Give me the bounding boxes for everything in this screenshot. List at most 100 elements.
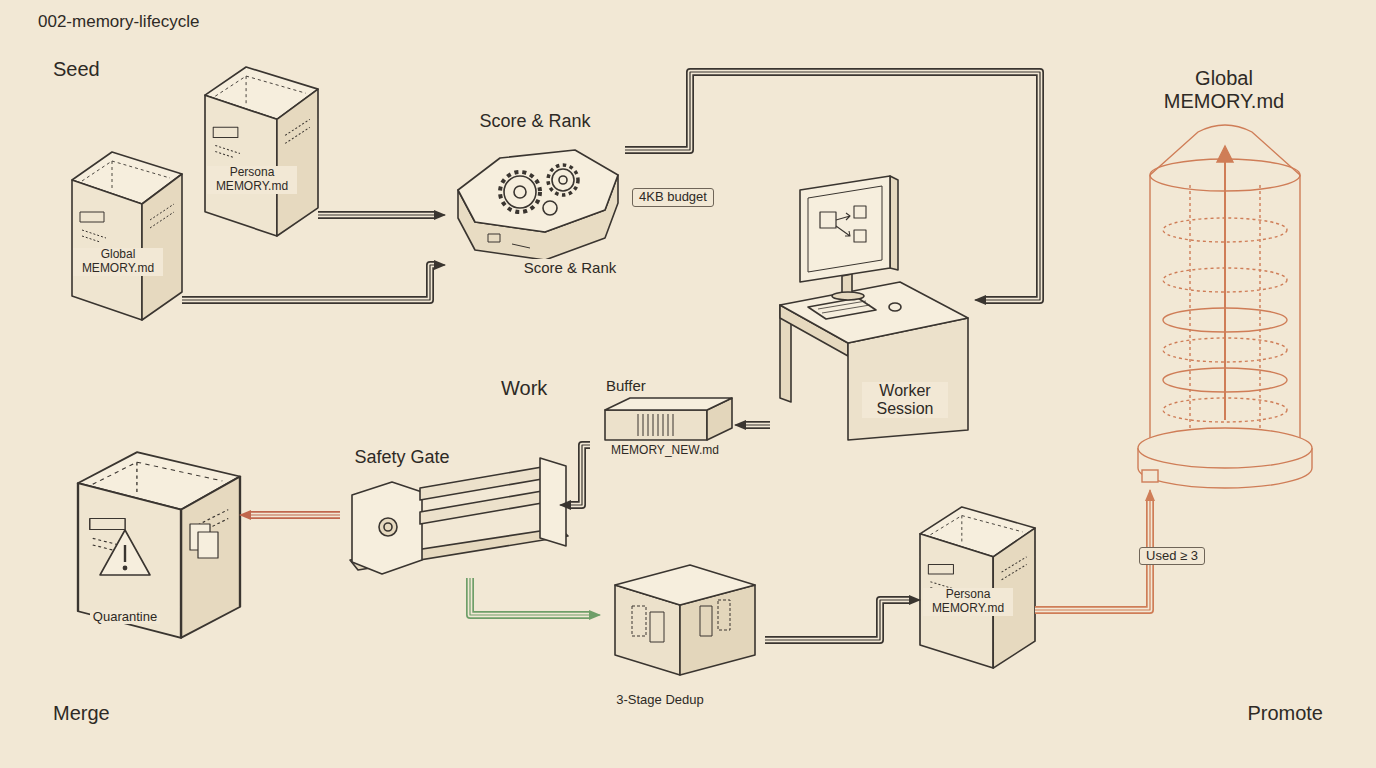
- flow-pipe: [240, 515, 340, 516]
- safety-gate-drawing: [352, 482, 422, 574]
- score-rank-drawing: [488, 234, 500, 242]
- unit-label: Safety Gate: [351, 447, 452, 468]
- worker-desk-drawing: [832, 292, 864, 300]
- global-store-drawing: [1142, 470, 1158, 482]
- worker-desk-drawing: [854, 206, 866, 218]
- region-title: Promote: [1244, 702, 1326, 725]
- global-store-drawing: [1138, 125, 1312, 488]
- pipe-flow: [765, 600, 920, 640]
- safety-gate-drawing: [350, 458, 568, 574]
- global-store-drawing: [1138, 428, 1312, 468]
- edge-label: Used ≥ 3: [1139, 547, 1205, 566]
- flow-pipe: [625, 72, 1040, 300]
- worker-desk-drawing: [818, 301, 870, 313]
- memory-file: Persona MEMORY.md: [920, 505, 1035, 670]
- worker-desk-drawing: [800, 176, 890, 282]
- global-store-drawing: [1217, 146, 1233, 162]
- file-label: Persona MEMORY.md: [207, 166, 297, 194]
- pipe-flow: [625, 72, 1040, 300]
- pipe-flow: [1035, 490, 1150, 610]
- worker-desk-drawing: [890, 176, 898, 270]
- score-rank-drawing: [548, 165, 578, 195]
- pipe-flow: [182, 265, 445, 300]
- pipe-wall: [625, 72, 1040, 300]
- flow-pipe: [318, 215, 445, 216]
- unit-label: Score & Rank: [521, 259, 620, 276]
- buffer-box: BufferMEMORY_NEW.md: [590, 375, 735, 461]
- panel-outline: [35, 395, 800, 738]
- file-cube-drawing: [205, 67, 318, 236]
- worker-desk-drawing: [780, 282, 968, 343]
- unit-label: 3-Stage Dedup: [613, 693, 706, 708]
- region-title: Work: [498, 377, 550, 400]
- buffer-drawing: [605, 410, 707, 440]
- safety-gate-drawing: [379, 518, 397, 536]
- score-rank-drawing: [458, 150, 618, 260]
- unit-label: Worker Session: [862, 382, 948, 419]
- global-store-drawing: [1189, 185, 1190, 440]
- global-store-drawing: [1224, 160, 1226, 420]
- memory-file: Persona MEMORY.md: [205, 65, 318, 238]
- region-title: Merge: [50, 702, 113, 725]
- safety-gate-drawing: [384, 523, 392, 531]
- warning-symbol: [100, 530, 150, 575]
- worker-desk-drawing: [854, 230, 866, 242]
- warning-symbol: [124, 545, 126, 562]
- dedup-drawing: [650, 612, 664, 642]
- worker-desk-drawing: [836, 226, 850, 236]
- worker-desk-drawing: [836, 213, 850, 220]
- pipe-bore: [625, 72, 1040, 300]
- panel-outline: [825, 405, 1340, 738]
- pipe-bore: [765, 600, 910, 640]
- worker-desk-drawing: [889, 303, 901, 311]
- flow-pipe: [735, 425, 770, 426]
- warning-symbol: [198, 532, 218, 558]
- flow-pipe: [1035, 490, 1150, 610]
- unit-label: Score & Rank: [476, 111, 593, 132]
- panel-outline: [35, 52, 725, 365]
- score-rank-drawing: [559, 176, 567, 184]
- pipe-wall: [182, 265, 435, 300]
- pipe-wall: [765, 600, 910, 640]
- panel-outline: [470, 205, 1060, 550]
- warning-symbol: [100, 524, 218, 575]
- pipe-wall: [1035, 500, 1150, 610]
- file-label: Persona MEMORY.md: [923, 588, 1013, 616]
- flow-pipe: [765, 600, 920, 640]
- score-rank-drawing: [543, 201, 557, 215]
- safety-gate-drawing: [420, 490, 548, 524]
- region-title: Seed: [50, 58, 103, 81]
- score-rank-unit: Score & RankScore & Rank: [445, 95, 625, 290]
- stage-region: Persona MEMORY.mdPromote: [825, 405, 1340, 738]
- pipe-wall: [570, 445, 590, 505]
- file-label: Global MEMORY.md: [73, 248, 163, 276]
- safety-gate: Safety Gate: [340, 440, 560, 578]
- stage-region: Persona MEMORY.mdGlobal MEMORY.md Score &…: [35, 52, 725, 365]
- worker-desk-drawing: [780, 176, 968, 440]
- worker-desk-drawing: [808, 186, 882, 272]
- global-memory-store: Global MEMORY.md: [1108, 52, 1340, 490]
- safety-gate-drawing: [540, 458, 566, 546]
- worker-desk-drawing: [808, 298, 876, 319]
- unit-label: Buffer: [603, 377, 649, 394]
- panel-outline: [1108, 52, 1340, 490]
- global-store-drawing: [1149, 175, 1150, 445]
- global-store-drawing: [1259, 185, 1260, 440]
- panel-outline: [1108, 52, 1340, 490]
- dedup-drawing: [718, 600, 730, 630]
- callout-tag: 4KB budget: [632, 188, 714, 207]
- pipe-flow: [470, 578, 600, 615]
- panel-outline: [35, 52, 725, 365]
- buffer-drawing: [638, 414, 673, 436]
- unit-label: MEMORY_NEW.md: [608, 444, 722, 458]
- stage-region: Worker Session BufferMEMORY_NEW.md Work: [470, 205, 1060, 550]
- score-rank-drawing: [458, 150, 618, 232]
- dedup-drawing: [632, 606, 646, 636]
- dedup-drawing: [615, 565, 755, 675]
- score-rank-drawing: [512, 244, 530, 248]
- worker-desk-drawing: [820, 212, 836, 228]
- global-store-drawing: [1299, 175, 1300, 445]
- flow-pipe: [182, 265, 445, 300]
- pipe-flow: [318, 214, 445, 215]
